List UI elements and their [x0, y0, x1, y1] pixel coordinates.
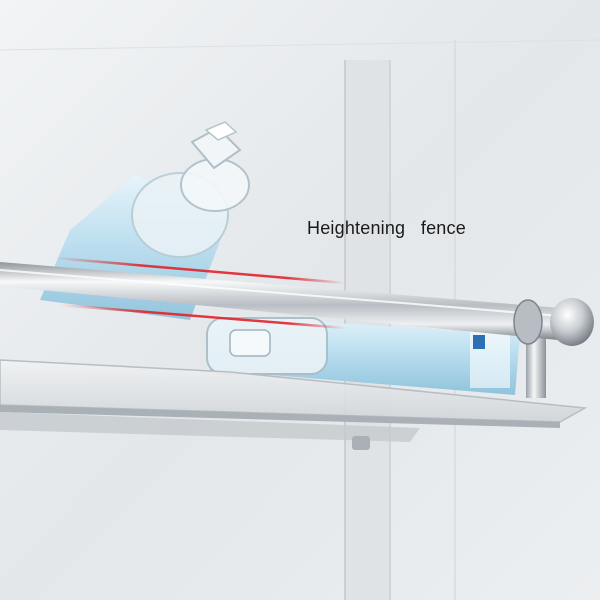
spray-bottle-lower [205, 315, 520, 395]
red-highlight-line [54, 256, 346, 285]
heightening-fence-rail [0, 262, 594, 346]
bottle-label-logo [473, 335, 485, 349]
feature-caption: Heightening fence [307, 218, 466, 238]
rail-end-cap [550, 298, 594, 346]
red-highlight-line [59, 303, 346, 330]
glass-shelf [0, 359, 588, 450]
